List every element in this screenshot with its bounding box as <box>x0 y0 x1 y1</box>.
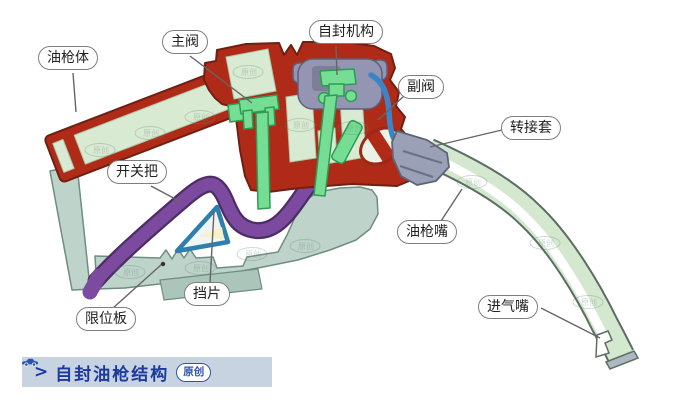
cavity-top-left <box>225 48 277 100</box>
footer-title: 自封油枪结构 <box>55 364 170 385</box>
label-secondary-valve: 副阀 <box>398 75 444 99</box>
svg-text:原创: 原创 <box>143 128 159 138</box>
footer-arrow: > <box>34 362 49 382</box>
main-valve-stem <box>255 111 271 210</box>
adapter-sleeve <box>391 130 450 186</box>
label-spout: 油枪嘴 <box>397 220 457 244</box>
main-valve-prong-left <box>242 109 254 130</box>
leader-gun-body <box>72 72 77 113</box>
svg-text:原创: 原创 <box>193 263 209 273</box>
leader-lines <box>72 45 601 339</box>
label-self-seal-mech: 自封机构 <box>309 20 383 44</box>
leader-self-seal <box>335 45 338 76</box>
original-badge: 原创 <box>22 358 212 382</box>
adapter-seam-1 <box>402 150 443 164</box>
label-air-intake: 进气嘴 <box>478 295 538 319</box>
main-valve <box>227 94 280 210</box>
adapter-body <box>391 130 450 186</box>
guard-left-wedge <box>49 164 95 291</box>
seal-valve-stem <box>313 94 338 197</box>
label-main-valve: 主阀 <box>162 30 208 54</box>
svg-text:原创: 原创 <box>245 249 261 259</box>
label-adapter-sleeve: 转接套 <box>501 116 561 140</box>
secondary-valve-stub <box>331 119 363 165</box>
label-limit-plate: 限位板 <box>76 307 136 331</box>
svg-text:原创: 原创 <box>538 238 554 248</box>
spout-channel <box>428 151 611 344</box>
leader-spout <box>440 188 463 222</box>
trigger-lever <box>82 163 339 300</box>
leader-baffle <box>209 210 215 284</box>
seal-valve-cap <box>319 68 357 87</box>
svg-text:原创: 原创 <box>193 112 209 122</box>
car-icon <box>22 358 38 367</box>
leader-secondary-valve <box>377 95 405 121</box>
adapter-seam-2 <box>399 165 434 178</box>
svg-text:原创: 原创 <box>581 297 597 307</box>
label-gun-body: 油枪体 <box>38 46 98 70</box>
valve-port-band <box>364 125 398 167</box>
leader-adapter <box>429 129 503 148</box>
svg-text:原创: 原创 <box>465 177 481 187</box>
svg-text:原创: 原创 <box>123 267 139 277</box>
label-baffle: 挡片 <box>184 282 230 306</box>
label-trigger-lever: 开关把 <box>107 160 167 184</box>
leader-limit-plate <box>112 263 163 309</box>
svg-text:原创: 原创 <box>241 67 257 77</box>
lever-body <box>89 165 337 288</box>
svg-text:原创: 原创 <box>93 145 109 155</box>
leader-limit-plate-dot <box>160 261 166 267</box>
svg-text:原创: 原创 <box>293 120 309 130</box>
spout-tip-face <box>604 350 640 370</box>
seal-valve-ball-right <box>344 89 358 103</box>
baffle-triangle <box>174 204 231 254</box>
limit-plate-shape <box>94 186 379 290</box>
baffle-highlight <box>199 227 224 239</box>
spout <box>422 138 640 370</box>
leader-trigger <box>150 185 182 203</box>
original-badge-text: 原创 <box>183 365 205 378</box>
lever-foot <box>82 268 107 300</box>
secondary-valve <box>331 119 403 167</box>
leader-main-valve <box>189 55 253 104</box>
baffle-plate <box>174 204 231 254</box>
seal-valve-neck <box>328 83 345 97</box>
barrel-end-cavity <box>52 139 75 173</box>
watermarks: 原创 原创 原创 原创 原创 原创 原创 原创 原创 原创 原创 原创 原创 <box>84 65 604 309</box>
svg-text:原创: 原创 <box>298 241 314 251</box>
leader-air-intake <box>540 307 601 339</box>
svg-text:原创: 原创 <box>346 123 362 133</box>
self-seal-valve <box>313 68 358 197</box>
footer-title-bar: > 自封油枪结构 原创 <box>22 357 272 387</box>
